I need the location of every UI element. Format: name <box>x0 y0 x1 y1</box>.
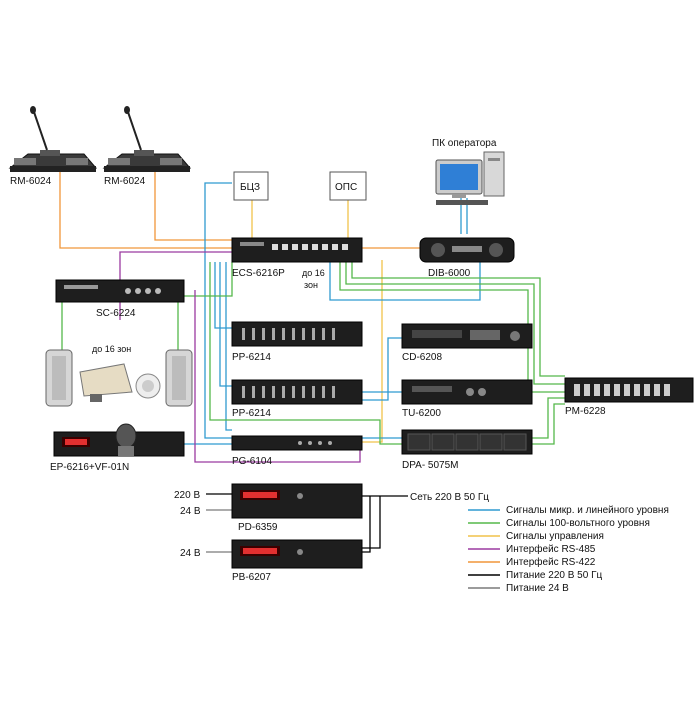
pp6214-unit-2 <box>231 379 363 405</box>
legend-label-6: Питание 24 В <box>506 583 569 594</box>
ecs-zones-line2: зон <box>304 280 318 290</box>
pm6228-unit <box>564 377 694 403</box>
pm6228-label: PM-6228 <box>565 406 606 417</box>
bcz-box <box>233 171 269 201</box>
pg6104-unit <box>231 435 363 451</box>
pp6214-unit-1 <box>231 321 363 347</box>
input-24v-pb-label: 24 В <box>180 548 201 559</box>
rm6024-console-1 <box>8 106 98 172</box>
signal-wire-cd <box>362 337 402 401</box>
rs422-wire-rm1 <box>59 172 232 249</box>
pp6214-1-label: PP-6214 <box>232 352 271 363</box>
sc6224-label: SC-6224 <box>96 308 136 319</box>
speaker-wire-dpa-pm2 <box>532 403 565 445</box>
control-wire-pg <box>362 260 383 443</box>
ecs6216p-label: ECS-6216P <box>232 268 285 279</box>
rm6024-console-2 <box>102 106 192 172</box>
legend: Сигналы микр. и линейного уровня Сигналы… <box>468 505 669 594</box>
speaker-wire-ecs-dpa <box>209 262 402 445</box>
rs485-wire-ep <box>194 290 361 463</box>
legend-label-3: Интерфейс RS-485 <box>506 543 596 555</box>
dib6000-label: DIB-6000 <box>428 268 471 279</box>
tu6200-label: TU-6200 <box>402 408 441 419</box>
column-speaker-right-icon <box>165 349 193 407</box>
legend-label-4: Интерфейс RS-422 <box>506 556 596 568</box>
dib6000-unit <box>419 237 515 263</box>
signal-wire-ecs-pp2 <box>219 262 232 387</box>
ep6216-unit <box>53 423 185 457</box>
ep6216-label: EP-6216+VF-01N <box>50 462 129 473</box>
cd6208-unit <box>401 323 533 349</box>
ceiling-speaker-icon <box>135 373 161 399</box>
pg6104-label: PG-6104 <box>232 456 272 467</box>
pd6359-unit <box>231 483 363 519</box>
rs422-wire-rm2 <box>154 172 232 241</box>
speaker-wire-dpa-pm1 <box>532 397 565 439</box>
column-speaker-left-icon <box>45 349 73 407</box>
dpa5075m-unit <box>401 429 533 455</box>
mains-label: Сеть 220 В 50 Гц <box>410 492 489 503</box>
wires <box>59 172 565 553</box>
legend-label-0: Сигналы микр. и линейного уровня <box>506 505 669 516</box>
pd6359-label: PD-6359 <box>238 522 278 533</box>
rs485-wire-sc <box>119 251 232 280</box>
speaker-wire-sc-ecs <box>184 262 233 297</box>
power220-wire-2 <box>362 496 381 549</box>
ecs6216p-unit <box>231 237 363 263</box>
horn-speaker-icon <box>79 363 133 402</box>
legend-label-5: Питание 220 В 50 Гц <box>506 570 602 581</box>
ecs-zones-line1: до 16 <box>302 268 325 278</box>
input-220v-label: 220 В <box>174 490 200 501</box>
ops-label: ОПС <box>335 182 357 193</box>
rm6024-2-label: RM-6024 <box>104 176 146 187</box>
tu6200-unit <box>401 379 533 405</box>
ops-box <box>329 171 367 201</box>
speaker-wire-ecs-pm1 <box>339 262 565 393</box>
sc-zones-label: до 16 зон <box>92 344 131 354</box>
pc-label: ПК оператора <box>432 138 497 149</box>
pp6214-2-label: PP-6214 <box>232 408 271 419</box>
signal-wire-dib <box>329 262 481 301</box>
sc6224-unit <box>55 279 185 303</box>
pb6207-unit <box>231 539 363 569</box>
legend-label-2: Сигналы управления <box>506 531 604 542</box>
signal-wire-ecs-pg <box>225 262 232 431</box>
pb6207-label: PB-6207 <box>232 572 271 583</box>
dpa5075m-label: DPA- 5075M <box>402 460 459 471</box>
cd6208-label: CD-6208 <box>402 352 442 363</box>
rm6024-1-label: RM-6024 <box>10 176 52 187</box>
signal-wire-bcz <box>204 182 232 439</box>
pc-computer-icon <box>435 151 505 205</box>
speaker-wire-ecs-pm3 <box>351 262 565 377</box>
legend-label-1: Сигналы 100-вольтного уровня <box>506 518 650 529</box>
bcz-label: БЦЗ <box>240 182 260 193</box>
signal-wire-ecs-pp1 <box>214 262 232 329</box>
power220-wire-1 <box>362 496 371 553</box>
input-24v-label: 24 В <box>180 506 201 517</box>
speaker-wire-ecs-pm2 <box>345 262 565 385</box>
